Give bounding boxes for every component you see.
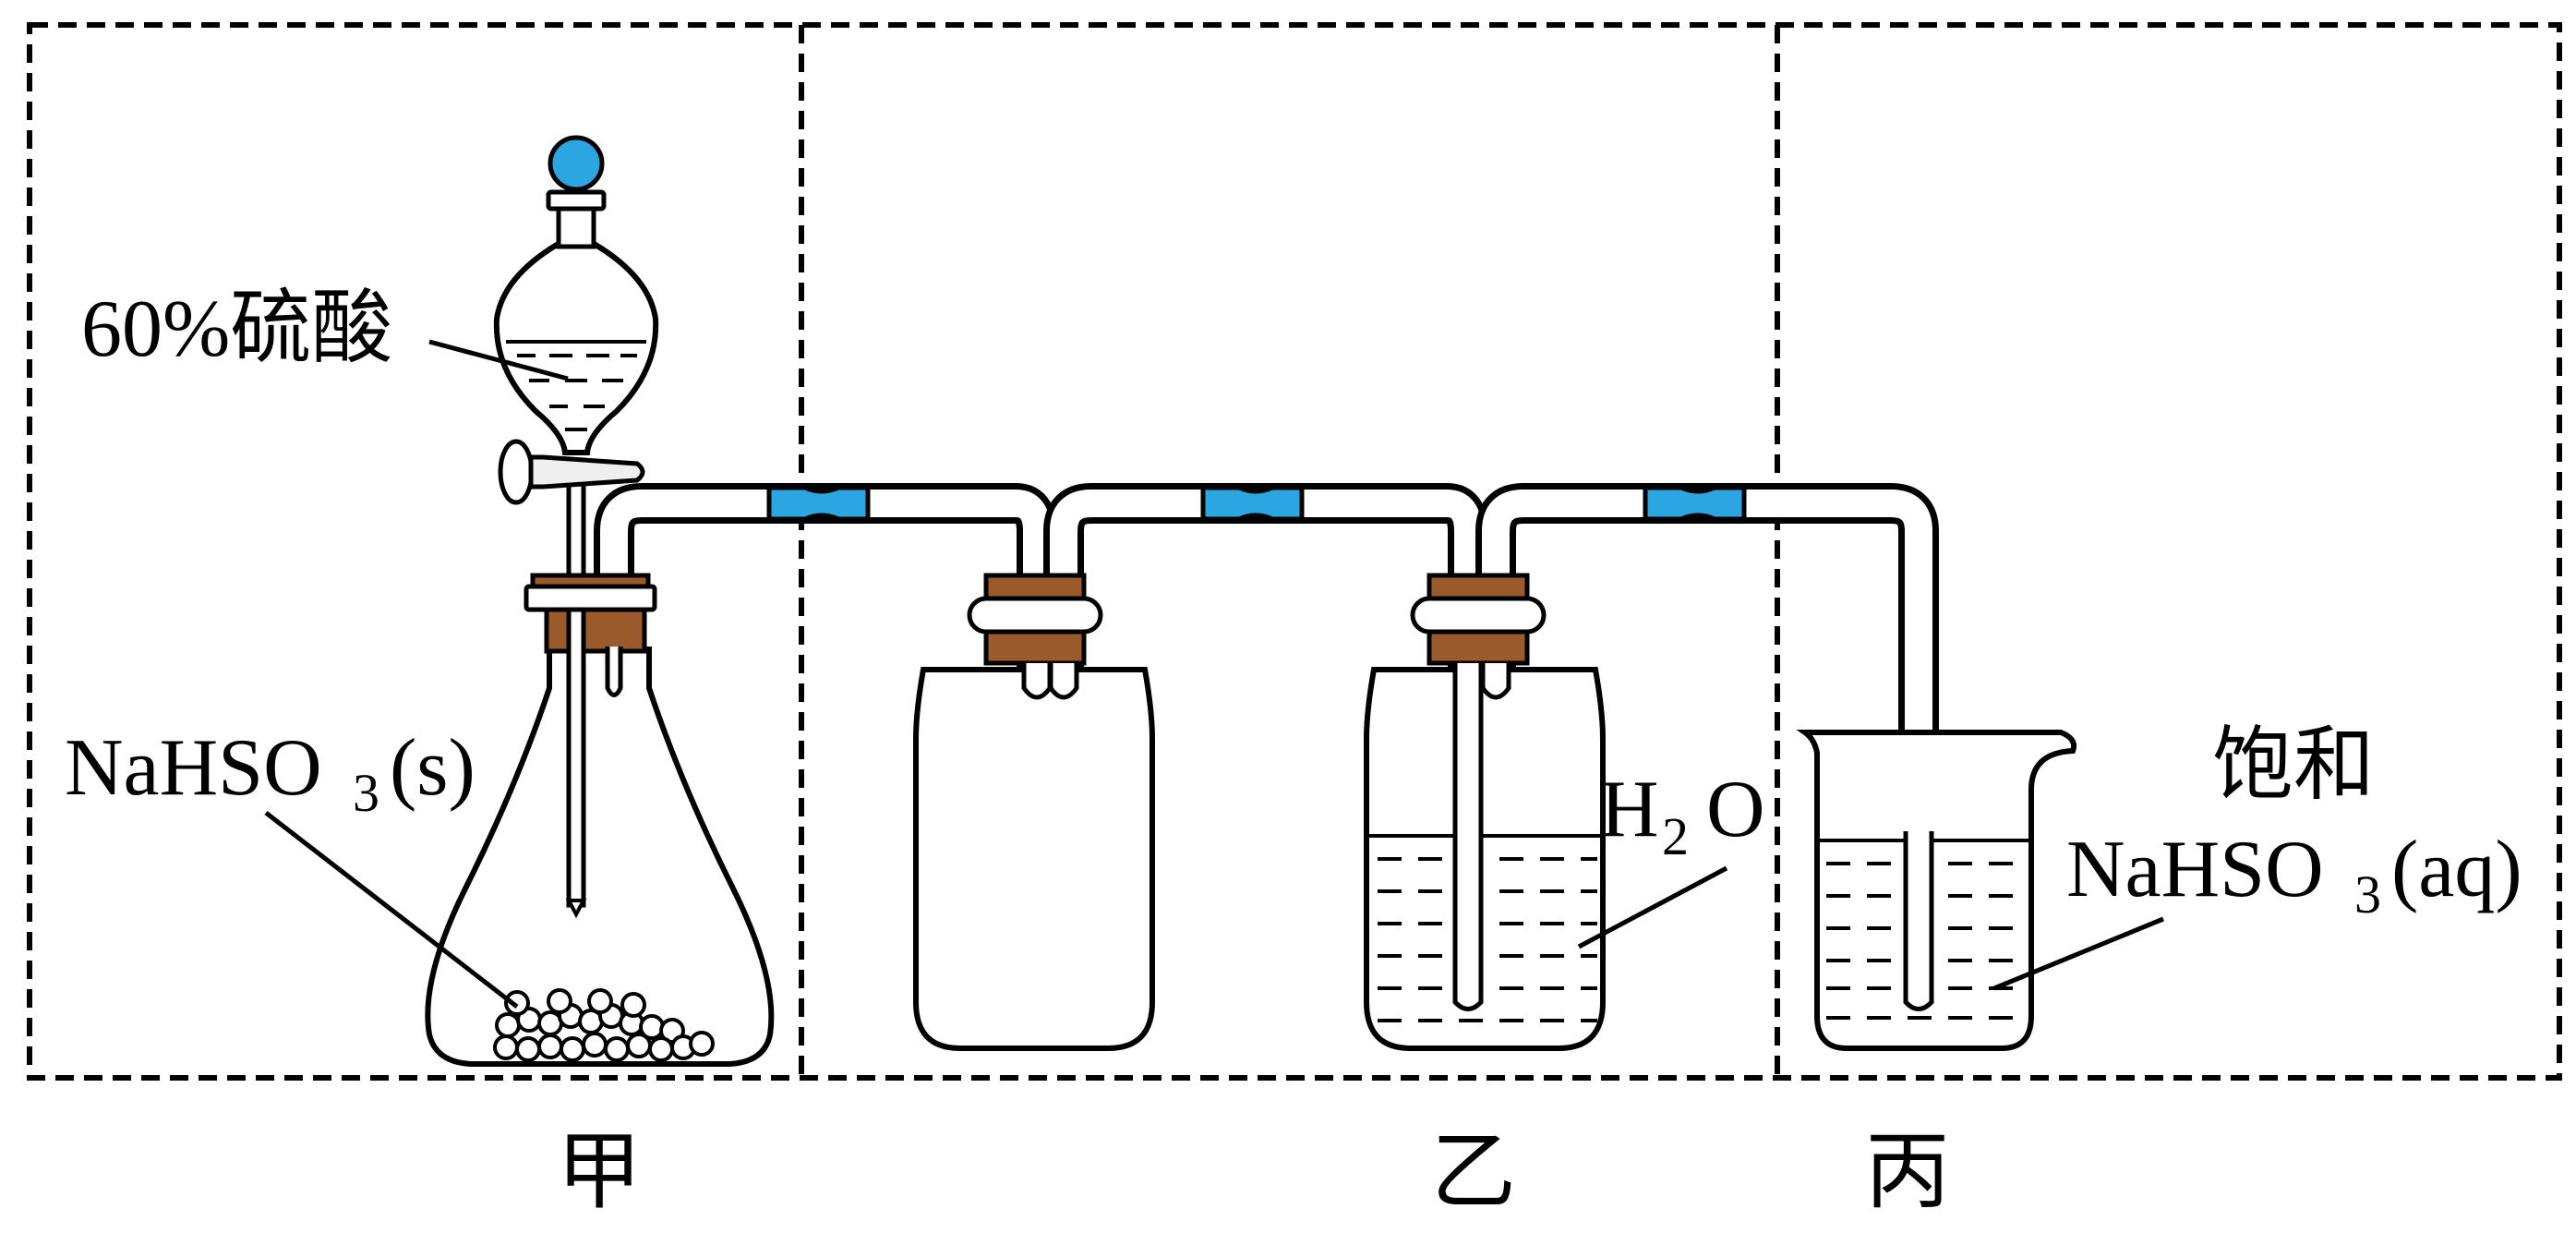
conical-flask: [425, 647, 775, 1067]
water-label: H 2 O: [1600, 765, 1765, 866]
leader-lines: [264, 339, 2164, 1009]
funnel-knob-icon: [548, 135, 605, 192]
glass-tubes: [594, 483, 1939, 1027]
gas-bottle-water: [1364, 573, 1606, 1051]
saturated-formula: NaHSO: [2066, 825, 2324, 914]
water-o: O: [1706, 765, 1765, 854]
section-label-bing: 丙: [1865, 1125, 1950, 1219]
saturated-subscript: 3: [2354, 864, 2381, 925]
tube-connectors: [766, 485, 1747, 522]
acid-label: 60%硫酸: [81, 284, 392, 374]
saturated-state: (aq): [2391, 825, 2522, 914]
solid-state: (s): [390, 723, 475, 813]
section-label-yi: 乙: [1431, 1125, 1516, 1219]
section-frames: [27, 22, 2562, 1081]
solid-subscript: 3: [353, 763, 379, 823]
section-label-jia: 甲: [557, 1125, 642, 1219]
beaker: [1796, 730, 2077, 1051]
flask-stopper: [524, 573, 657, 654]
solid-formula: NaHSO: [65, 723, 322, 813]
solid-label: NaHSO 3 (s): [65, 723, 475, 823]
gas-bottle-empty: [913, 573, 1155, 1051]
saturated-solution-label: 饱和 NaHSO 3 (aq): [2066, 721, 2522, 925]
water-subscript: 2: [1662, 806, 1689, 866]
solid-particles: [493, 988, 715, 1062]
saturated-word: 饱和: [2212, 721, 2375, 811]
water-h: H: [1600, 765, 1659, 854]
